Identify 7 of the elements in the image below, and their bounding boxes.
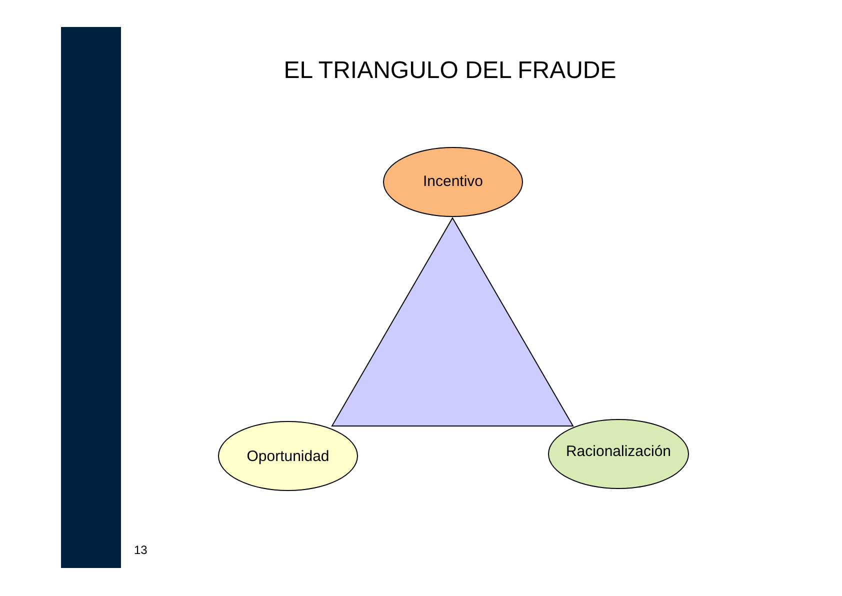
triangle-shape bbox=[331, 217, 574, 427]
node-label: Oportunidad bbox=[246, 446, 330, 467]
side-bar bbox=[61, 27, 121, 568]
node-label: Racionalización bbox=[566, 442, 672, 462]
page-number: 13 bbox=[134, 542, 148, 559]
title: EL TRIANGULO DEL FRAUDE bbox=[282, 56, 618, 86]
node-label: Incentivo bbox=[422, 172, 484, 192]
